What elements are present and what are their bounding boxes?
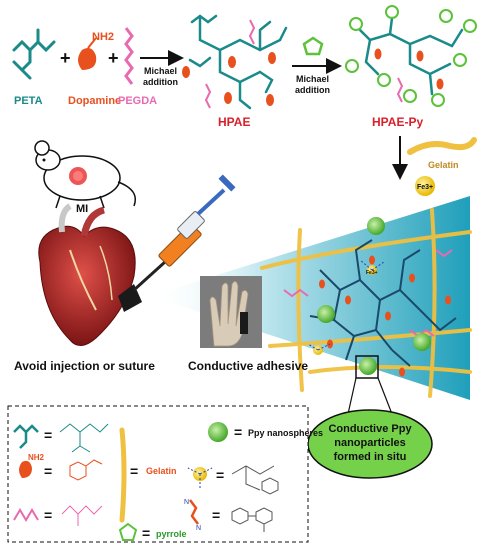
legend-eq-1: = bbox=[44, 427, 52, 443]
legend-polypyrrole-chain-icon: N N bbox=[184, 499, 201, 532]
hpae-label: HPAE bbox=[218, 115, 250, 129]
legend-dopamine-icon bbox=[19, 460, 32, 478]
gelatin-strand-icon bbox=[407, 137, 477, 155]
arrow2-line2: addition bbox=[295, 85, 330, 95]
legend-eq-2: = bbox=[44, 463, 52, 479]
arrow2-line1: Michael bbox=[296, 74, 329, 84]
legend-eq-4: = bbox=[130, 463, 138, 479]
conductive-adhesive-label: Conductive adhesive bbox=[188, 359, 308, 373]
dopamine-icon bbox=[78, 37, 97, 70]
bubble-line2: nanoparticles bbox=[334, 437, 406, 449]
adhesive-sample bbox=[240, 312, 248, 334]
hpae-py-dopamine-groups bbox=[374, 48, 444, 90]
bubble-line1: Conductive Ppy bbox=[328, 423, 412, 435]
fe-ion-icon bbox=[415, 176, 435, 196]
legend-box bbox=[7, 405, 309, 543]
legend-ppy-label: Ppy nanospheres bbox=[248, 428, 323, 438]
callout-line-left bbox=[347, 377, 357, 415]
hydrogel-network bbox=[309, 239, 457, 367]
svg-text:N: N bbox=[184, 499, 189, 506]
hpae-pegda-chains bbox=[204, 19, 256, 109]
legend-polypyrrole-structure-icon bbox=[231, 507, 273, 532]
legend-peta-monomer-icon bbox=[13, 424, 39, 449]
pegda-chain-icon bbox=[124, 27, 134, 85]
legend-fe-structure-icon bbox=[231, 465, 279, 495]
legend-dopamine-structure-icon bbox=[69, 459, 103, 481]
legend-pyrrole-label: pyrrole bbox=[156, 529, 187, 539]
legend-eq-5: = bbox=[234, 424, 242, 440]
ppy-nanospheres bbox=[317, 217, 431, 375]
plus-sign-2: + bbox=[108, 48, 119, 68]
legend-ppy-sphere-icon bbox=[208, 422, 228, 442]
peta-monomer-icon bbox=[12, 28, 56, 80]
hpae-py-polymer-icon bbox=[358, 16, 464, 96]
legend-fe-coordination-icon bbox=[187, 467, 213, 488]
callout-line-right bbox=[377, 377, 393, 415]
syringe-icon bbox=[132, 174, 236, 292]
legend-peta-structure-icon bbox=[59, 423, 109, 453]
svg-text:N: N bbox=[196, 525, 201, 532]
mouse-icon bbox=[34, 140, 136, 209]
bubble-line3: formed in situ bbox=[334, 451, 407, 463]
legend-eq-6: = bbox=[216, 467, 224, 483]
hpae-py-pegda-chain bbox=[396, 77, 404, 103]
gelatin-network bbox=[260, 208, 472, 398]
legend-gelatin-label: Gelatin bbox=[146, 466, 177, 476]
network-dopamine-groups bbox=[319, 255, 451, 377]
peta-label: PETA bbox=[14, 95, 43, 107]
pyrrole-icon bbox=[302, 36, 324, 56]
nh2-label: NH2 bbox=[92, 31, 114, 43]
legend-pegda-structure-icon bbox=[61, 505, 103, 526]
gelatin-label: Gelatin bbox=[428, 160, 459, 170]
arrow1-line1: Michael bbox=[144, 66, 177, 76]
hpae-dopamine-groups bbox=[182, 52, 276, 106]
legend-pegda-icon bbox=[13, 508, 39, 522]
mi-label: MI bbox=[76, 203, 88, 215]
zoom-square bbox=[355, 355, 379, 379]
dopamine-label: Dopamine bbox=[68, 95, 121, 107]
hpae-polymer-icon bbox=[188, 14, 288, 110]
arrow1-line2: addition bbox=[143, 77, 178, 87]
fe-small-label: Fe3+ bbox=[366, 270, 378, 276]
glove-hand-icon bbox=[209, 281, 249, 347]
plus-sign: + bbox=[60, 48, 71, 68]
pegda-label: PEGDA bbox=[118, 95, 157, 107]
legend-eq-7: = bbox=[212, 507, 220, 523]
legend-pyrrole-icon bbox=[118, 522, 138, 541]
fe-label: Fe3+ bbox=[417, 184, 433, 191]
legend-nh2-label: NH2 bbox=[28, 453, 45, 462]
hpae-py-pyrrole-groups bbox=[345, 5, 477, 107]
avoid-label: Avoid injection or suture bbox=[14, 359, 155, 373]
hpae-py-label: HPAE-Py bbox=[372, 115, 423, 129]
fe-coordination-lines bbox=[307, 259, 385, 351]
heart-illustration bbox=[38, 203, 136, 346]
legend-gelatin-strand-icon bbox=[119, 427, 127, 523]
adhesive-patch-icon bbox=[118, 284, 142, 312]
legend-eq-3: = bbox=[44, 507, 52, 523]
legend-eq-8: = bbox=[142, 525, 150, 541]
